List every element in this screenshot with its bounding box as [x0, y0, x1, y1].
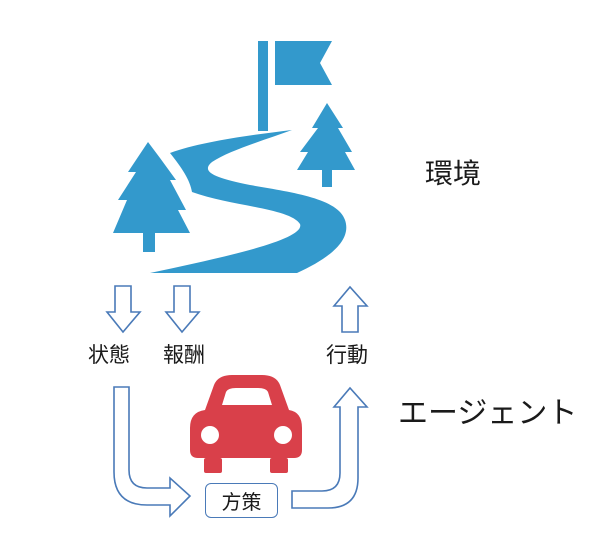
tree-right-icon: [297, 103, 355, 187]
action-label: 行動: [326, 343, 368, 367]
environment-icon: [113, 41, 355, 273]
policy-box: 方策: [205, 483, 278, 518]
state-down-arrow: [105, 285, 142, 334]
flag: [275, 41, 332, 85]
action-up-arrow: [332, 285, 369, 333]
tree-left-icon: [113, 142, 190, 252]
reward-label: 報酬: [163, 343, 205, 367]
agent-car-icon: [190, 375, 302, 473]
road: [150, 130, 347, 273]
state-label: 状態: [88, 343, 130, 367]
agent-label: エージェント: [398, 396, 578, 431]
policy-label: 方策: [221, 490, 262, 514]
flag-pole: [258, 41, 268, 131]
reward-down-arrow: [164, 285, 201, 334]
environment-label: 環境: [425, 157, 482, 190]
state-to-policy-arrow: [113, 386, 192, 518]
policy-to-action-arrow: [291, 386, 369, 509]
